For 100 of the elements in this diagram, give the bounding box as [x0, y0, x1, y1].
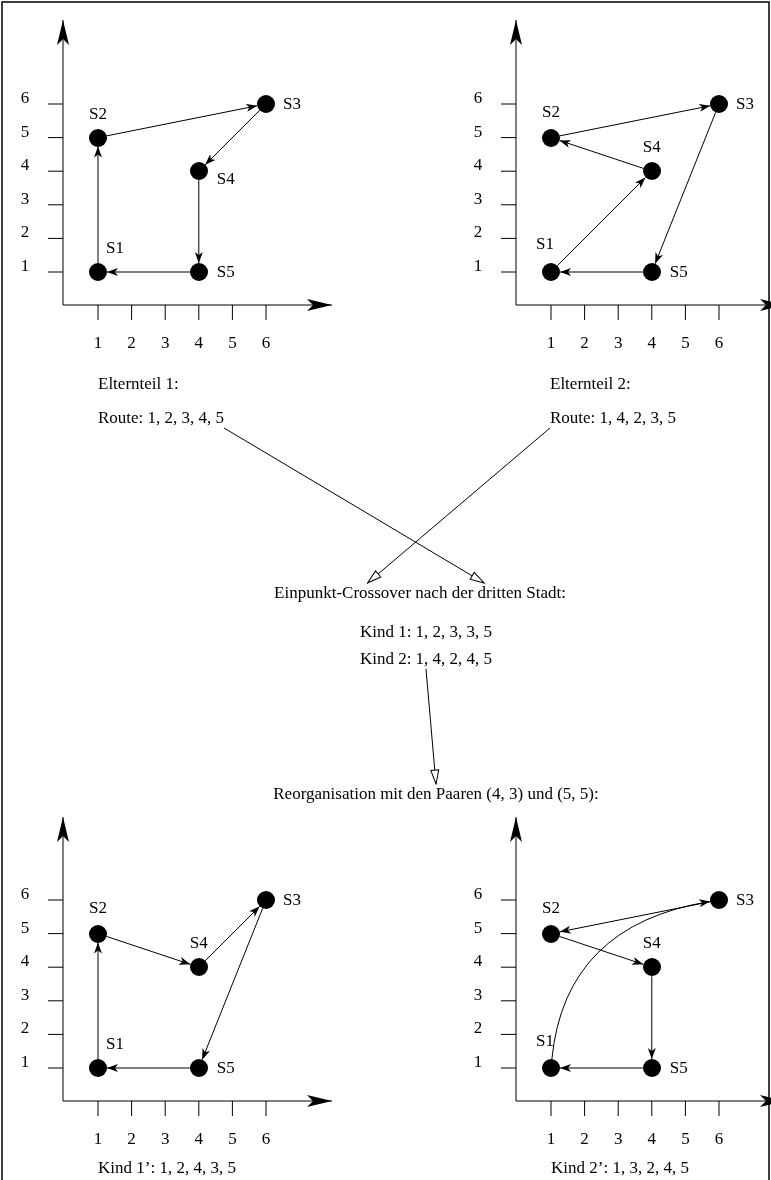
tick-label: 5: [228, 333, 237, 353]
point-label: S3: [736, 890, 754, 910]
tick-label: 3: [20, 188, 30, 209]
tick-label: 6: [261, 333, 271, 353]
tick-label: 4: [647, 333, 657, 353]
tick-label: 2: [127, 1129, 136, 1149]
tick-label: 5: [473, 917, 483, 938]
arrow: [106, 935, 191, 965]
tick-label: 6: [714, 1129, 724, 1149]
point-label: S1: [106, 238, 124, 258]
arrow: [559, 104, 711, 137]
tick-label: 5: [228, 1129, 237, 1149]
point-marker: [89, 128, 107, 147]
arrow: [654, 111, 717, 265]
point-marker: [642, 1059, 661, 1077]
arrow: [94, 146, 102, 264]
tick-label: 3: [613, 1129, 623, 1149]
point-marker: [642, 162, 661, 181]
arrow: [94, 942, 102, 1060]
point-marker: [257, 891, 275, 909]
point-marker: [189, 1059, 208, 1077]
point-label: S1: [536, 1031, 554, 1051]
point-label: S3: [736, 94, 754, 114]
tick-label: 1: [546, 1129, 556, 1149]
tick-label: 1: [93, 333, 103, 353]
point-label: S4: [189, 933, 208, 954]
point-label: S2: [89, 103, 107, 124]
arrow: [551, 899, 711, 1060]
point-label: S5: [216, 262, 235, 282]
tick-label: 2: [473, 222, 483, 243]
arrow: [367, 427, 551, 584]
tick-label: 3: [160, 1129, 170, 1149]
caption-heading: Elternteil 2:: [550, 374, 631, 394]
point-marker: [642, 958, 661, 977]
tick-label: 1: [473, 256, 483, 276]
tick-label: 6: [714, 333, 724, 353]
tick-label: 4: [473, 155, 483, 176]
tick-label: 2: [580, 333, 589, 353]
route-caption: Kind 1’: 1, 2, 4, 3, 5: [98, 1158, 236, 1178]
arrow: [223, 427, 485, 584]
tick-label: 1: [93, 1129, 103, 1149]
arrow: [425, 668, 440, 785]
arrow: [204, 109, 261, 166]
point-marker: [89, 263, 107, 281]
point-label: S4: [216, 169, 235, 190]
tick-label: 6: [20, 88, 30, 108]
route-text: Route: 1, 2, 3, 4, 5: [98, 408, 225, 428]
caption-heading: Elternteil 1:: [98, 374, 179, 394]
tick-label: 5: [473, 121, 483, 142]
arrow: [201, 907, 264, 1061]
arrow: [556, 177, 646, 267]
tick-label: 4: [194, 1129, 204, 1149]
tick-label: 2: [20, 1018, 30, 1039]
point-label: S2: [542, 101, 560, 122]
tick-label: 2: [20, 222, 30, 243]
point-marker: [542, 263, 560, 281]
tick-label: 3: [473, 188, 483, 209]
point-marker: [642, 263, 661, 281]
tick-label: 6: [261, 1129, 271, 1149]
arrow: [194, 179, 203, 264]
tick-label: 3: [20, 984, 30, 1005]
tick-label: 4: [473, 951, 483, 972]
point-label: S3: [283, 890, 301, 910]
arrow: [559, 268, 644, 276]
tick-label: 1: [546, 333, 556, 353]
tick-label: 5: [20, 917, 30, 938]
tick-label: 3: [160, 333, 170, 353]
arrow: [559, 1064, 644, 1072]
tick-label: 2: [473, 1018, 483, 1039]
point-marker: [710, 95, 728, 113]
point-label: S1: [536, 234, 554, 254]
point-marker: [257, 95, 275, 113]
tick-label: 3: [613, 333, 623, 353]
tick-label: 1: [20, 256, 30, 276]
point-label: S2: [542, 897, 560, 918]
point-label: S5: [216, 1058, 235, 1078]
tick-label: 4: [647, 1129, 657, 1149]
tick-label: 4: [20, 155, 30, 176]
step-text: Kind 1: 1, 2, 3, 3, 5: [359, 622, 493, 642]
tick-label: 4: [194, 333, 204, 353]
arrow: [106, 1064, 191, 1072]
arrow: [559, 935, 644, 965]
route-text: Route: 1, 4, 2, 3, 5: [550, 408, 677, 428]
step-text: Einpunkt-Crossover nach der dritten Stadt:: [274, 583, 566, 603]
point-label: S4: [642, 933, 661, 954]
tick-label: 6: [473, 884, 483, 904]
point-marker: [189, 263, 208, 281]
step-text: Kind 2: 1, 4, 2, 4, 5: [359, 649, 493, 669]
tick-label: 3: [473, 984, 483, 1005]
point-label: S1: [106, 1034, 124, 1054]
point-label: S5: [669, 1058, 688, 1078]
tick-label: 6: [473, 88, 483, 108]
tick-label: 6: [20, 884, 30, 904]
tick-label: 1: [20, 1052, 30, 1072]
point-marker: [189, 162, 208, 181]
point-marker: [542, 128, 560, 147]
tick-label: 2: [580, 1129, 589, 1149]
step-text: Reorganisation mit den Paaren (4, 3) und (5, 5):: [273, 784, 599, 804]
point-marker: [189, 958, 208, 977]
tick-label: 4: [20, 951, 30, 972]
